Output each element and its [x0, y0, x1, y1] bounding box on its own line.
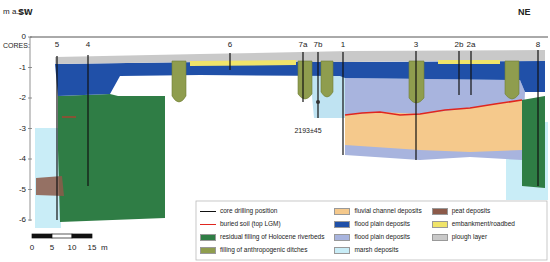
ditch-fillings	[172, 61, 519, 103]
legend-swatch	[200, 247, 216, 254]
direction-label: SW	[18, 8, 33, 17]
ditch-filling	[505, 61, 519, 99]
core-line	[87, 55, 88, 186]
core-line	[470, 51, 471, 95]
legend-text: plough layer	[452, 234, 487, 241]
scale-number: 10	[68, 244, 77, 252]
riverbed-filling	[58, 94, 165, 222]
depth-tick: -2	[19, 94, 26, 102]
scale-unit: m	[101, 244, 108, 252]
depth-tick: 0	[22, 33, 26, 41]
legend-text: flood plain deposits	[354, 221, 410, 228]
buried-soil-line	[62, 116, 76, 117]
legend-item: peat deposits	[432, 208, 491, 215]
cores-heading: CORES:	[3, 42, 30, 49]
legend-swatch	[200, 234, 216, 241]
legend-item: flood plain deposits	[334, 221, 410, 228]
legend-text: embankment/roadbed	[452, 221, 515, 228]
peat-deposit	[36, 176, 64, 196]
scale-segment	[72, 234, 92, 238]
ditch-filling	[172, 61, 186, 102]
scale-number: 15	[88, 244, 97, 252]
legend-item: marsh deposits	[334, 247, 398, 254]
legend-swatch	[432, 221, 448, 228]
legend-text: fluvial channel deposits	[354, 208, 421, 215]
legend-text: core drilling position	[220, 208, 277, 215]
legend-item: plough layer	[432, 234, 487, 241]
ditch-filling	[298, 61, 312, 99]
depth-tick: -1	[19, 64, 26, 72]
core-line	[342, 52, 343, 155]
core-line	[458, 51, 459, 95]
legend-item: residual filling of Holocene riverbeds	[200, 234, 324, 241]
surface-axis	[30, 37, 548, 38]
core-line	[229, 53, 230, 70]
core-number: 1	[341, 41, 345, 49]
flood-plain-deposit	[345, 78, 525, 160]
core-number: 2a	[467, 41, 476, 49]
legend-swatch	[334, 247, 350, 254]
legend-item: filling of anthropogenic ditches	[200, 247, 307, 254]
legend-item: core drilling position	[200, 208, 277, 215]
core-number: 7a	[299, 41, 308, 49]
core-line	[56, 56, 57, 220]
legend-swatch	[334, 221, 350, 228]
depth-tick: -3	[19, 125, 26, 133]
core-lines	[57, 50, 538, 220]
core-number: 7b	[314, 41, 323, 49]
scale-segment	[32, 234, 52, 238]
legend-line-sample	[200, 224, 216, 225]
direction-label: NE	[518, 8, 531, 17]
core-line	[537, 50, 538, 186]
legend-text: buried soil (top LGM)	[220, 221, 281, 228]
scale-number: 0	[30, 244, 34, 252]
legend-text: filling of anthropogenic ditches	[220, 247, 307, 254]
legend-swatch	[334, 208, 350, 215]
core-number: 8	[536, 41, 540, 49]
buried-soil-line	[345, 100, 522, 115]
legend-item: buried soil (top LGM)	[200, 221, 281, 228]
legend-text: marsh deposits	[354, 247, 398, 254]
depth-tick: -5	[19, 186, 26, 194]
scale-segment	[52, 234, 72, 238]
depth-axis	[28, 37, 32, 221]
scale-bar	[32, 234, 92, 238]
depth-tick: -4	[19, 155, 26, 163]
scale-number: 5	[50, 244, 54, 252]
legend-text: residual filling of Holocene riverbeds	[220, 234, 324, 241]
legend-swatch	[432, 208, 448, 215]
ditch-filling	[321, 61, 333, 97]
embankment	[190, 60, 296, 66]
core-number: 6	[228, 41, 232, 49]
legend-line-sample	[200, 211, 216, 212]
legend-swatch	[432, 234, 448, 241]
legend-text: flood plain deposits	[354, 234, 410, 241]
core-number: 4	[86, 41, 90, 49]
legend-item: embankment/roadbed	[432, 221, 515, 228]
legend-item: fluvial channel deposits	[334, 208, 421, 215]
legend-text: peat deposits	[452, 208, 491, 215]
core-number: 3	[414, 41, 418, 49]
core-number: 2b	[455, 41, 464, 49]
riverbed-filling	[522, 96, 545, 188]
core-line	[317, 52, 318, 118]
core-line	[415, 51, 416, 160]
embankment	[438, 60, 500, 64]
core-number: 5	[55, 41, 59, 49]
legend-swatch	[334, 234, 350, 241]
depth-tick: -6	[19, 216, 26, 224]
legend-item: flood plain deposits	[334, 234, 410, 241]
dating-point	[316, 100, 320, 104]
radiocarbon-date: 2193±45	[294, 127, 321, 134]
fluvial-channel-deposit	[345, 100, 522, 152]
legend-box	[196, 201, 547, 260]
core-line	[302, 52, 303, 102]
